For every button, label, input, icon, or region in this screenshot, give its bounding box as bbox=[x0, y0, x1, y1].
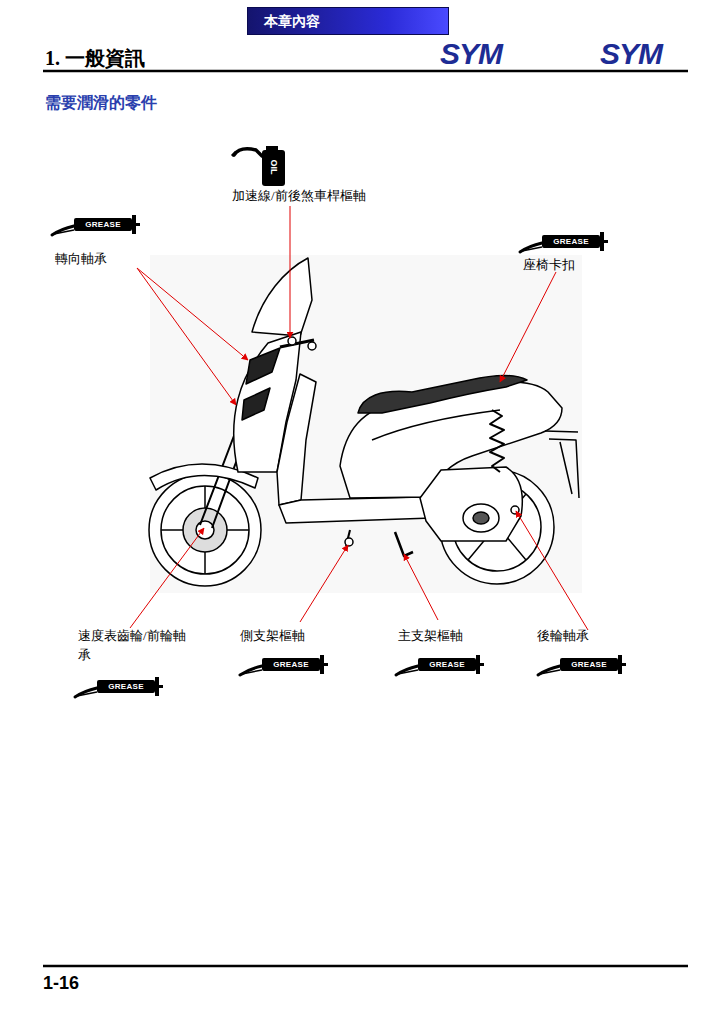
part-name: 加速線/前後煞車桿樞軸 bbox=[232, 186, 366, 205]
scooter-part bbox=[463, 504, 499, 532]
scooter-part bbox=[246, 348, 280, 384]
section-heading: 需要潤滑的零件 bbox=[45, 93, 157, 113]
scooter-part bbox=[490, 410, 504, 472]
leader-lines-part bbox=[404, 554, 438, 620]
part-name: 後輪軸承 bbox=[537, 626, 589, 645]
scooter-part bbox=[242, 388, 270, 420]
oil-can-icon-part bbox=[234, 149, 262, 156]
part-name: 側支架樞軸 bbox=[240, 626, 305, 645]
scooter-part bbox=[545, 431, 579, 498]
scooter-part bbox=[345, 538, 353, 546]
part-name: 速度表齒輪/前輪軸承 bbox=[78, 626, 192, 664]
leader-lines-part bbox=[137, 268, 236, 405]
grease-gun-icons-part bbox=[240, 655, 328, 675]
footer-rule bbox=[43, 965, 688, 968]
oil-can-icon-part bbox=[266, 146, 278, 152]
scooter-part bbox=[358, 376, 527, 414]
grease-gun-icons-part bbox=[75, 677, 163, 697]
backdrop bbox=[150, 255, 582, 593]
leader-lines-part bbox=[300, 545, 348, 622]
grease-mark: GREASE bbox=[542, 235, 600, 248]
scooter-part bbox=[395, 532, 413, 556]
scooter-part bbox=[288, 337, 296, 345]
oil-can-icon-part bbox=[232, 152, 236, 156]
leader-lines-part bbox=[137, 268, 248, 360]
leader-lines-part bbox=[500, 272, 556, 382]
grease-mark: GREASE bbox=[418, 658, 476, 671]
scooter bbox=[149, 258, 579, 586]
leader-lines-part bbox=[516, 511, 588, 630]
scooter-part bbox=[252, 258, 312, 336]
oil-can-icon bbox=[232, 146, 285, 186]
scooter-part bbox=[308, 342, 316, 350]
scooter-part bbox=[473, 512, 489, 524]
scooter-part bbox=[196, 521, 214, 539]
sym-logo: SYM bbox=[440, 38, 502, 70]
page-heading: 1. 一般資訊 bbox=[45, 46, 145, 70]
oil-can-icon-part bbox=[262, 150, 285, 186]
scooter-part bbox=[277, 374, 316, 505]
part-name: 轉向軸承 bbox=[55, 249, 107, 268]
part-name: 座椅卡扣 bbox=[523, 255, 575, 274]
part-name: 主支架樞軸 bbox=[398, 626, 463, 645]
scooter-part bbox=[161, 486, 249, 574]
leader-lines bbox=[130, 206, 588, 630]
scooter-part bbox=[161, 486, 249, 574]
scooter-part bbox=[279, 497, 432, 523]
leader-lines-part bbox=[130, 528, 204, 628]
grease-mark: GREASE bbox=[262, 658, 320, 671]
grease-mark: GREASE bbox=[74, 218, 132, 231]
sym-logo: SYM bbox=[600, 38, 662, 70]
grease-gun-icons-part bbox=[520, 232, 608, 252]
leader-lines-part bbox=[290, 206, 291, 338]
chapter-band: 本章內容 bbox=[247, 7, 449, 35]
grease-gun-icons bbox=[52, 215, 626, 697]
grease-mark: GREASE bbox=[560, 658, 618, 671]
scooter-part bbox=[420, 467, 522, 541]
band-text: 本章內容 bbox=[248, 8, 448, 34]
grease-gun-icons-part bbox=[396, 655, 484, 675]
scooter-part bbox=[149, 474, 261, 586]
page-number: 1-16 bbox=[43, 972, 79, 994]
grease-gun-icons-part bbox=[538, 655, 626, 675]
scooter-part bbox=[511, 506, 519, 514]
grease-mark: GREASE bbox=[97, 680, 155, 693]
scooter-part bbox=[372, 410, 500, 440]
grease-gun-icons-part bbox=[52, 215, 140, 235]
oil-mark: OIL bbox=[268, 151, 280, 183]
header-rule bbox=[43, 70, 688, 73]
